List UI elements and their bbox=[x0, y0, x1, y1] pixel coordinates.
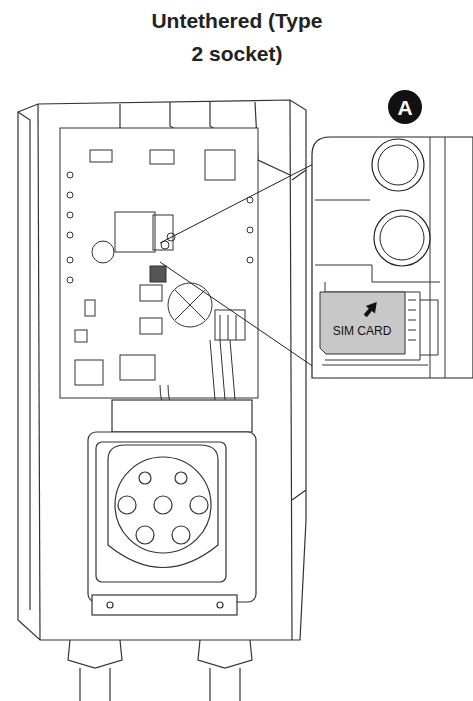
sim-card-label: SIM CARD bbox=[333, 324, 392, 338]
insert-arrow bbox=[361, 298, 382, 320]
type2-socket bbox=[88, 400, 256, 615]
callout-circle bbox=[388, 90, 422, 124]
callout-letter: A bbox=[397, 97, 412, 118]
circuit-board bbox=[60, 128, 258, 398]
sim-inset bbox=[312, 137, 473, 378]
board-pins bbox=[67, 172, 253, 283]
figure-title: Untethered (Type 2 socket) bbox=[151, 4, 323, 70]
cable-glands bbox=[68, 640, 252, 701]
housing bbox=[18, 100, 306, 640]
